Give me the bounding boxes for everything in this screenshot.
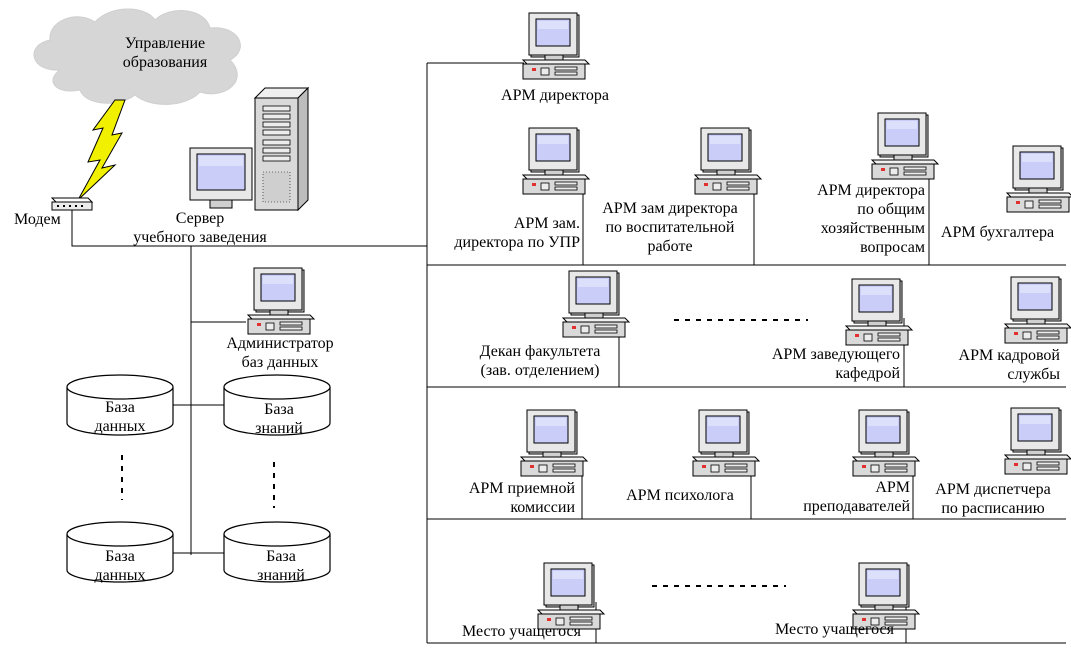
database-label: База данных (94, 548, 146, 584)
computer-icon (522, 127, 590, 195)
workstation-teachers-label: АРМ преподавателей (803, 479, 910, 515)
admin-label: Администратор баз данных (226, 335, 334, 371)
workstation-head-dept-label: АРМ заведующего кафедрой (771, 346, 900, 382)
cloud-icon (33, 8, 241, 105)
computer-icon (520, 409, 588, 477)
workstation-dispatcher-label: АРМ диспетчера по расписанию (935, 481, 1051, 517)
ellipsis-markers (121, 319, 808, 587)
computer-icon (1004, 276, 1071, 344)
workstation-accountant-label: АРМ бухгалтера (940, 224, 1055, 241)
computer-icon (1004, 407, 1071, 475)
server-label: Сервер учебного заведения (133, 210, 267, 246)
workstation-director-household-label: АРМ директора по общим хозяйственным воп… (817, 182, 925, 256)
computer-icon (694, 127, 762, 195)
computer-icon (522, 12, 590, 80)
computer-icon (692, 409, 760, 477)
computer-icon (537, 562, 605, 630)
modem-icon (50, 197, 94, 211)
workstation-deputy-edu-label: АРМ зам директора по воспитательной рабо… (602, 200, 738, 255)
workstation-admission-label: АРМ приемной комиссии (468, 480, 575, 516)
cloud-label: Управление образования (122, 35, 208, 71)
workstation-deputy-upr-label: АРМ зам. директора по УПР (454, 215, 580, 251)
computer-icon (852, 409, 920, 477)
computer-icon (871, 112, 939, 180)
workstation-psychologist-label: АРМ психолога (626, 487, 734, 504)
database-label: База данных (94, 399, 146, 435)
lightning-icon (77, 99, 126, 201)
database-label: База знаний (257, 548, 305, 584)
computers (247, 12, 1071, 630)
computer-icon (562, 270, 630, 338)
workstation-dean-label: Декан факультета (зав. отделением) (479, 343, 601, 379)
workstation-student-label: Место учащегося (462, 623, 581, 640)
computer-icon (1006, 145, 1071, 213)
computer-icon (845, 278, 913, 346)
computer-icon (247, 267, 315, 335)
workstation-hr-label: АРМ кадровой службы (958, 347, 1060, 383)
modem-label: Модем (14, 211, 61, 228)
database-label: База знаний (255, 401, 303, 437)
workstation-student-label: Место учащегося (775, 621, 894, 638)
server-icon (189, 86, 310, 212)
workstation-director-label: АРМ директора (501, 87, 609, 104)
